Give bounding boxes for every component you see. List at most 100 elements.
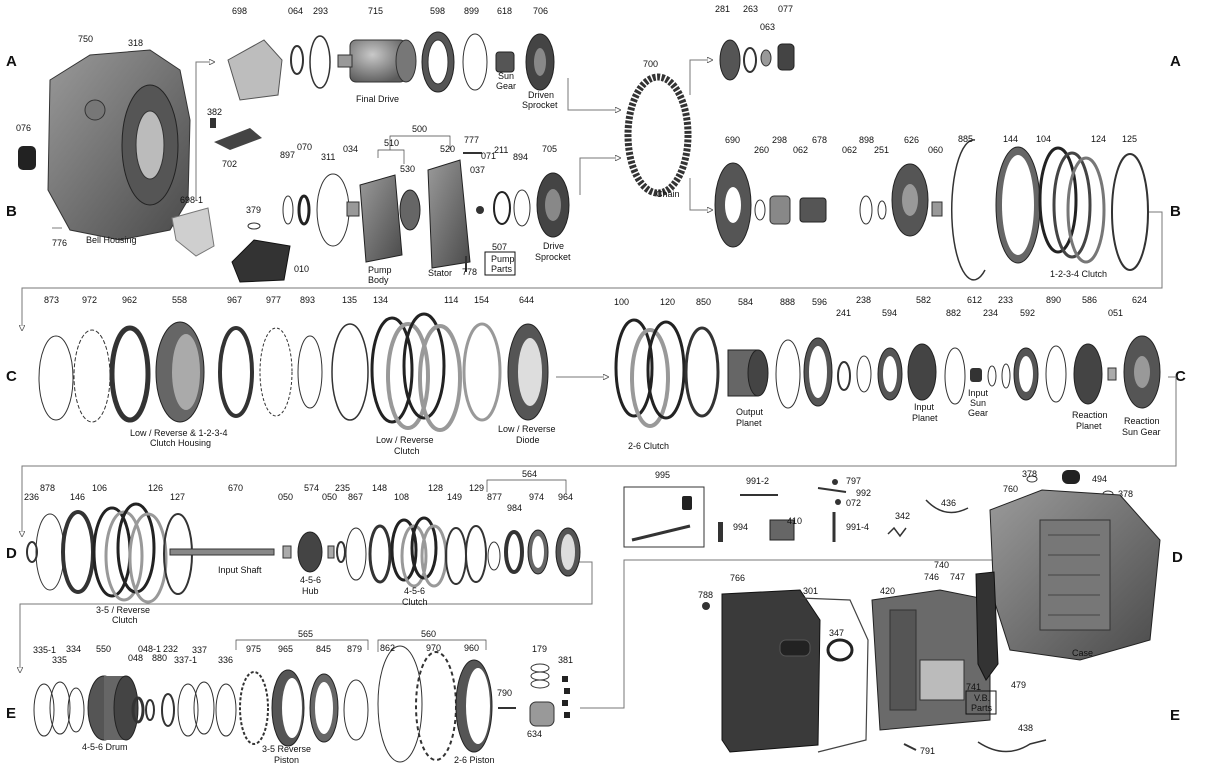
- part-062-b: 062: [842, 145, 857, 155]
- hub-678: [799, 197, 827, 223]
- ring-877: [487, 541, 501, 571]
- caption-input-planet-1: Input: [914, 402, 935, 412]
- ring-234: [987, 365, 997, 387]
- input-sun-gear-612: [970, 368, 982, 382]
- part-898: 898: [859, 135, 874, 145]
- part-334: 334: [66, 644, 81, 654]
- part-071: 071: [481, 151, 496, 161]
- bracket-702: [214, 128, 262, 150]
- caption-output-planet-1: Output: [736, 407, 764, 417]
- caption-sun-gear-2: Gear: [496, 81, 516, 91]
- seal-148: [368, 524, 392, 584]
- part-129: 129: [469, 483, 484, 493]
- part-890: 890: [1046, 295, 1061, 305]
- part-234: 234: [983, 308, 998, 318]
- caption-reaction-planet-1: Reaction: [1072, 410, 1108, 420]
- input-shaft-670: [169, 548, 275, 556]
- part-991-4: 991-4: [846, 522, 869, 532]
- part-336: 336: [218, 655, 233, 665]
- part-235: 235: [335, 483, 350, 493]
- shield-698: [227, 39, 283, 101]
- harness-438: [977, 739, 1047, 753]
- sensor-436: [925, 499, 969, 514]
- part-962: 962: [122, 295, 137, 305]
- part-114: 114: [444, 295, 458, 305]
- part-698-1: 698-1: [180, 195, 203, 205]
- valve-body-420: [871, 589, 991, 731]
- part-108: 108: [394, 492, 409, 502]
- part-777: 777: [464, 135, 479, 145]
- part-877: 877: [487, 492, 502, 502]
- ring-337: [193, 681, 215, 735]
- part-144: 144: [1003, 134, 1018, 144]
- ring-893: [297, 335, 323, 409]
- part-618: 618: [497, 6, 512, 16]
- part-500: 500: [412, 124, 427, 134]
- ring-260: [754, 199, 766, 221]
- ring-984: [504, 530, 524, 574]
- gear-530: [399, 189, 421, 231]
- caption-35r-clutch-1: 3-5 / Reverse: [96, 605, 150, 615]
- part-149: 149: [447, 492, 462, 502]
- part-128: 128: [428, 483, 443, 493]
- piston-26-960: [455, 659, 493, 753]
- plate-129: [465, 525, 487, 583]
- part-436: 436: [941, 498, 956, 508]
- ring-337-1: [177, 683, 199, 737]
- caption-456-hub-1: 4-5-6: [300, 575, 321, 585]
- part-146: 146: [70, 492, 85, 502]
- ring-878: [35, 513, 65, 591]
- part-281: 281: [715, 4, 730, 14]
- chain-700: [624, 73, 692, 197]
- ring-899: [462, 33, 488, 91]
- part-880: 880: [152, 653, 167, 663]
- ring-888: [775, 339, 801, 409]
- lr-housing-558: [155, 321, 205, 423]
- part-867: 867: [348, 492, 363, 502]
- drum-456-550: [87, 675, 139, 741]
- output-planet-584: [727, 349, 769, 397]
- caption-pump-body-1: Pump: [368, 265, 392, 275]
- ring-263: [743, 47, 757, 73]
- row-label-e-right: E: [1170, 707, 1180, 724]
- part-379: 379: [246, 205, 261, 215]
- part-970: 970: [426, 643, 441, 653]
- bushing-051: [1107, 367, 1117, 381]
- part-594: 594: [882, 308, 897, 318]
- part-888: 888: [780, 297, 795, 307]
- row-label-d-right: D: [1172, 549, 1183, 566]
- caption-reaction-sun-1: Reaction: [1124, 416, 1160, 426]
- caption-1234-clutch: 1-2-3-4 Clutch: [1050, 269, 1107, 279]
- part-778: 778: [462, 267, 477, 277]
- part-520: 520: [440, 144, 455, 154]
- solenoid-tube: [975, 571, 999, 681]
- part-293: 293: [313, 6, 328, 16]
- piston-35r-965: [271, 669, 305, 747]
- ring-235: [336, 541, 346, 563]
- part-070: 070: [297, 142, 312, 152]
- part-232: 232: [163, 644, 178, 654]
- caption-input-shaft: Input Shaft: [218, 565, 262, 575]
- part-134: 134: [373, 295, 388, 305]
- part-179: 179: [532, 644, 547, 654]
- clutch-26-plates: [614, 318, 686, 428]
- bell-housing: [47, 49, 191, 241]
- shield-698-1: [171, 207, 215, 257]
- part-678: 678: [812, 135, 827, 145]
- caption-lr-diode-1: Low / Reverse: [498, 424, 556, 434]
- part-797: 797: [846, 476, 861, 486]
- solenoid-410: [769, 519, 795, 541]
- part-263: 263: [743, 4, 758, 14]
- part-760: 760: [1003, 484, 1018, 494]
- row-label-a-left: A: [6, 53, 17, 70]
- part-048: 048: [128, 653, 143, 663]
- valve-994: [718, 522, 723, 542]
- ring-238: [856, 355, 872, 393]
- input-planet-582: [907, 343, 937, 401]
- part-236: 236: [24, 492, 39, 502]
- part-766: 766: [730, 573, 745, 583]
- part-592: 592: [1020, 308, 1035, 318]
- caption-pump-parts-2: Parts: [491, 264, 513, 274]
- plate-154: [462, 322, 502, 422]
- part-077: 077: [778, 4, 793, 14]
